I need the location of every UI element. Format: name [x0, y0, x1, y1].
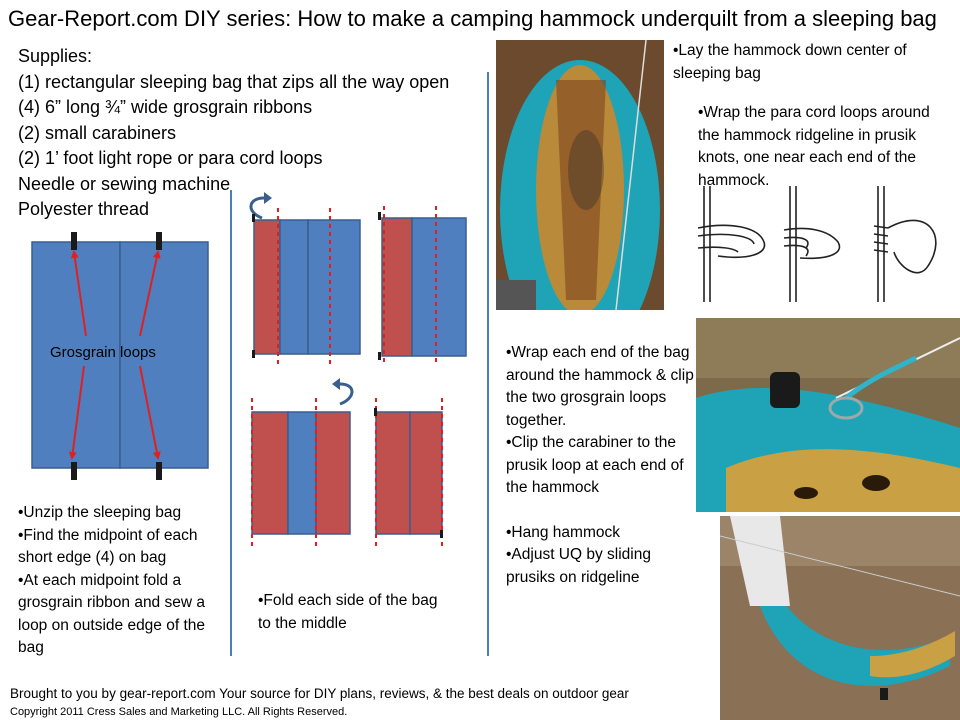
fold-diagrams: [249, 192, 467, 546]
supplies-list: Supplies: (1) rectangular sleeping bag t…: [18, 44, 449, 223]
step-wrap-text: •Wrap each end of the bag around the ham…: [506, 342, 698, 589]
grosgrain-tab: [378, 352, 381, 360]
bag-panel: [287, 411, 317, 535]
hung-hammock-photo: [720, 516, 960, 720]
step-bullet: •Fold each side of the bag to the middle: [258, 592, 438, 632]
pointer-arrow: [139, 250, 161, 337]
supplies-heading: Supplies:: [18, 46, 93, 66]
fold-arrow-icon: [339, 382, 354, 406]
grosgrain-tab: [71, 232, 77, 250]
grosgrain-tab: [252, 214, 255, 222]
supply-item: Polyester thread: [18, 199, 150, 219]
step-bullet: •Wrap the para cord loops around the ham…: [698, 104, 930, 189]
step-unzip-text: •Unzip the sleeping bag •Find the midpoi…: [18, 502, 230, 660]
pointer-arrow: [139, 365, 161, 460]
column-divider: [230, 190, 232, 656]
grosgrain-tab: [71, 462, 77, 480]
grosgrain-tab: [374, 408, 377, 416]
column-divider: [487, 72, 489, 656]
folded-flap: [375, 411, 411, 535]
grosgrain-tab: [156, 462, 162, 480]
pointer-arrow: [68, 365, 85, 460]
folded-flap: [381, 217, 413, 357]
step-bullet: •Wrap each end of the bag around the ham…: [506, 344, 694, 429]
prusik-knot-diagrams: [697, 186, 937, 302]
bag-panel-right: [119, 241, 209, 469]
fold-arrow-head-icon: [332, 378, 340, 390]
fold-arrow-head-icon: [264, 192, 272, 204]
supply-item: (2) small carabiners: [18, 122, 177, 143]
grosgrain-tab: [252, 350, 255, 358]
supply-item: (1) rectangular sleeping bag that zips a…: [18, 71, 450, 92]
step-bullet: •Find the midpoint of each short edge (4…: [18, 526, 198, 567]
step-bullet: •Unzip the sleeping bag: [18, 504, 182, 521]
step-bullet: •At each midpoint fold a grosgrain ribbo…: [18, 571, 206, 657]
footer-copyright: Copyright 2011 Cress Sales and Marketing…: [10, 706, 348, 718]
bag-panel: [279, 219, 309, 355]
grosgrain-tab: [378, 212, 381, 220]
supply-item: (2) 1’ foot light rope or para cord loop…: [18, 148, 323, 168]
supply-item: Needle or sewing machine: [18, 173, 231, 194]
bag-panel: [251, 411, 289, 535]
grosgrain-tab: [440, 530, 443, 538]
folded-flap: [253, 219, 281, 355]
spacer: [506, 500, 698, 522]
pointer-arrow: [70, 250, 87, 337]
step-bullet: •Hang hammock: [506, 523, 620, 541]
folded-flap: [315, 411, 351, 535]
carabiner-clip-photo: [696, 318, 960, 512]
step-prusik-text: •Wrap the para cord loops around the ham…: [698, 102, 944, 192]
unzipped-bag-diagram: Grosgrain loops: [31, 232, 209, 480]
bag-panel: [411, 217, 467, 357]
page-title: Gear-Report.com DIY series: How to make …: [8, 6, 937, 31]
hammock-in-bag-photo: [496, 40, 664, 310]
grosgrain-label: Grosgrain loops: [50, 344, 156, 361]
folded-flap: [409, 411, 443, 535]
step-lay-text: •Lay the hammock down center of sleeping…: [673, 40, 959, 85]
fold-arrow-icon: [249, 196, 265, 220]
footer-tagline: Brought to you by gear-report.com Your s…: [10, 686, 629, 701]
step-bullet: •Adjust UQ by sliding prusiks on ridgeli…: [506, 546, 651, 586]
step-bullet: •Clip the carabiner to the prusik loop a…: [506, 434, 684, 496]
bag-panel: [307, 219, 361, 355]
step-fold-text: •Fold each side of the bag to the middle: [258, 590, 448, 635]
supply-item: (4) 6” long ¾” wide grosgrain ribbons: [18, 97, 313, 117]
step-bullet: •Lay the hammock down center of sleeping…: [673, 42, 907, 82]
grosgrain-tab: [156, 232, 162, 250]
